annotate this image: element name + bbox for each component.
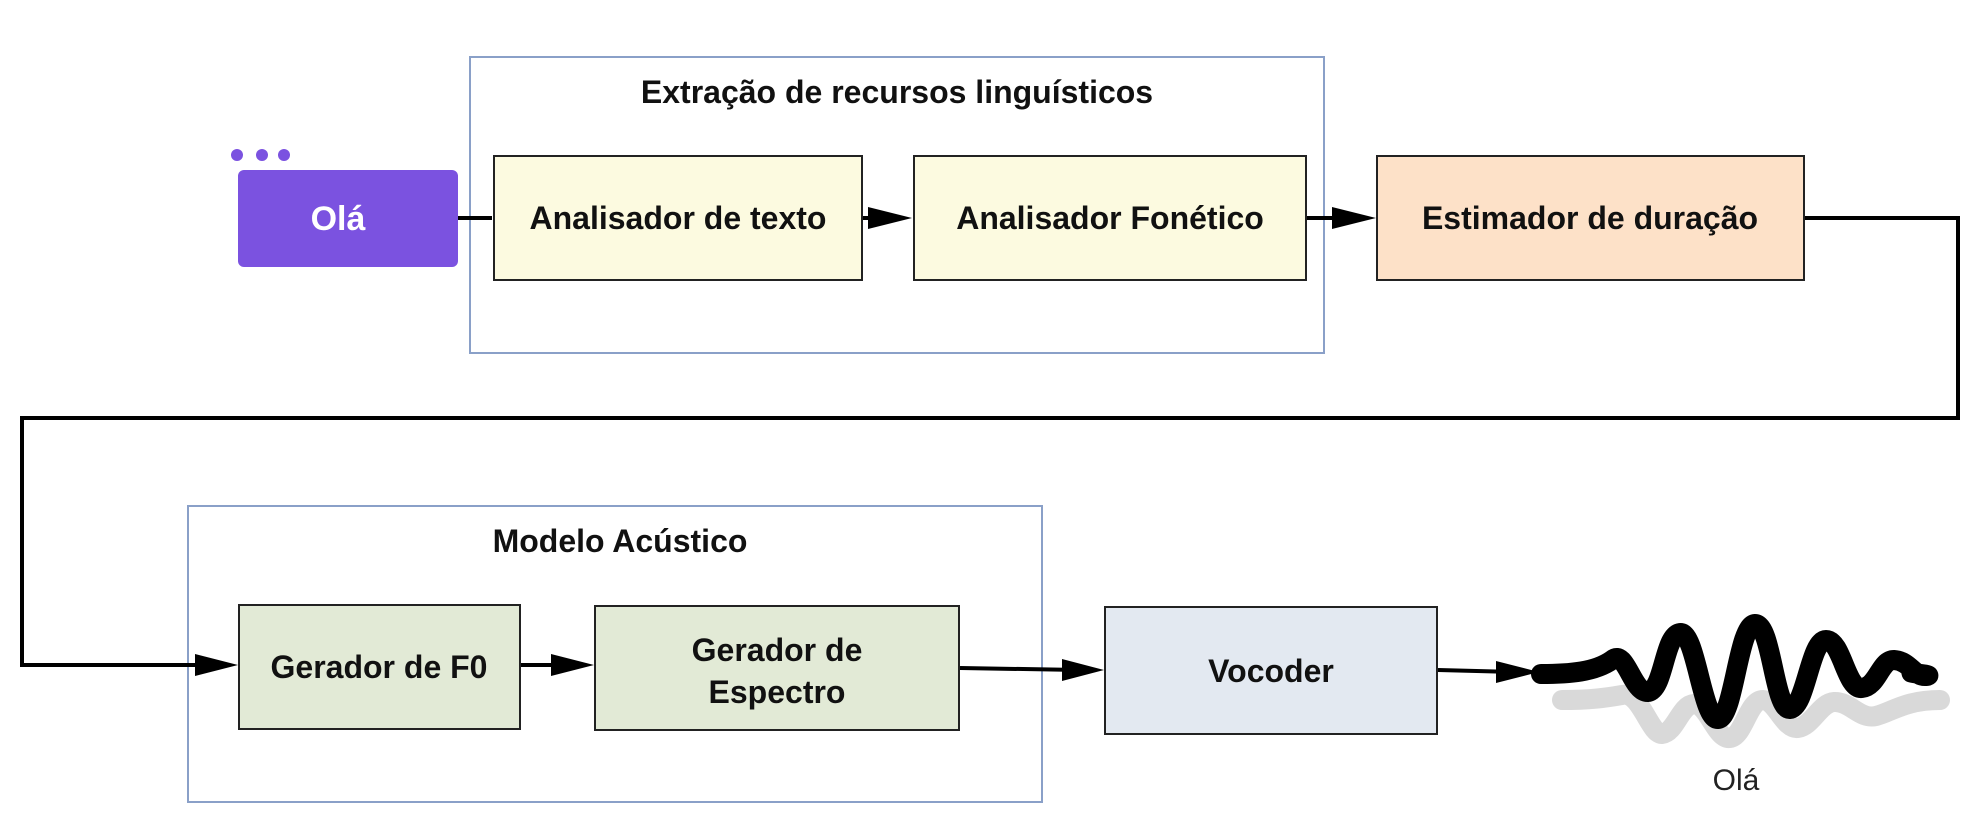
connector-spectrum-to-vocoder [959,666,1081,672]
acoustic-group-title: Modelo Acústico [493,523,748,559]
vocoder-box [1104,606,1438,735]
linguistic-group-title: Extração de recursos linguísticos [641,74,1153,110]
arrowhead-vocoder-to-waveform [1496,661,1539,683]
vocoder-label: Vocoder [1208,653,1334,689]
phonetic-analyzer-label: Analisador Fonético [956,200,1264,236]
input-text-label: Olá [311,200,366,238]
text-analyzer-box [493,155,863,281]
text-analyzer-label: Analisador de texto [530,200,827,236]
arrowhead-text-to-phonetic [868,207,912,229]
linguistic-group-frame [469,56,1325,354]
waveform-shadow [1552,684,1950,748]
arrowhead-phonetic-to-duration [1332,207,1376,229]
spectrum-generator-label-line2: Espectro [709,674,846,710]
waveform-icon [1531,614,1939,729]
duration-estimator-box [1376,155,1805,281]
f0-generator-label: Gerador de F0 [271,649,488,685]
acoustic-group-frame [187,505,1043,803]
arrowhead-f0-to-spectrum [551,654,594,676]
waveform-label: Olá [1713,764,1760,797]
typing-dot-2 [256,149,268,161]
f0-generator-box [238,604,521,730]
spectrum-generator-label-line1: Gerador de [692,632,863,668]
spectrum-generator-box [594,605,960,731]
typing-dot-3 [278,149,290,161]
connector-duration-to-f0 [20,216,1960,667]
phonetic-analyzer-box [913,155,1307,281]
input-text-bubble [238,170,458,267]
duration-estimator-label: Estimador de duração [1422,200,1758,236]
arrowhead-spectrum-to-vocoder [1062,659,1104,681]
arrowhead-duration-to-f0 [195,654,238,676]
typing-dot-1 [231,149,243,161]
